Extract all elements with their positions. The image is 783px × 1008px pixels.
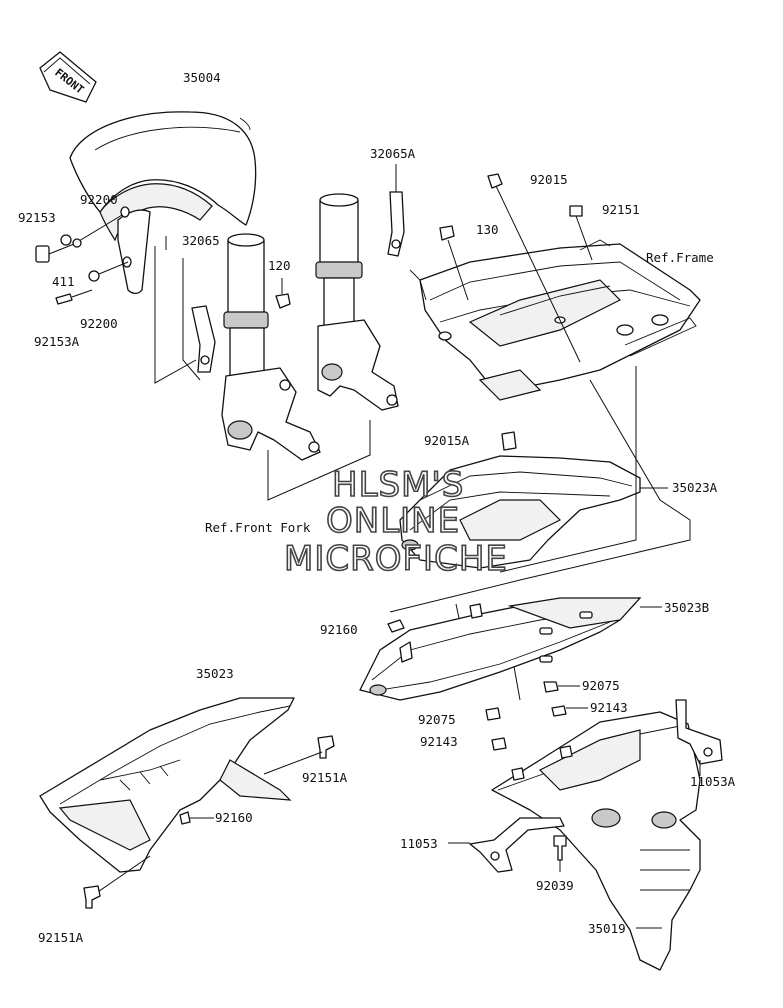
label-92151: 92151 [602, 202, 640, 217]
label-92153: 92153 [18, 210, 56, 225]
front-arrow-badge: FRONT [39, 51, 97, 103]
front-fender-35004 [69, 111, 257, 295]
rear-frame [409, 239, 701, 401]
screws-92151A [83, 735, 335, 909]
bracket-32065A [387, 164, 405, 257]
bolt-120 [275, 278, 291, 309]
label-120: 120 [268, 258, 291, 273]
label-92160-upper: 92160 [320, 622, 358, 637]
bracket-32065 [191, 305, 216, 373]
label-92143-right: 92143 [590, 700, 628, 715]
label-130: 130 [476, 222, 499, 237]
label-35023: 35023 [196, 666, 234, 681]
seat-cowl-35023B [359, 597, 662, 701]
watermark-line-3: MICROFICHE [284, 539, 508, 579]
label-92075-left: 92075 [418, 712, 456, 727]
callout-labels: 35004 32065A 92015 92151 130 Ref.Frame 9… [18, 70, 736, 945]
rear-fender-35019 [491, 711, 701, 971]
label-35004: 35004 [183, 70, 221, 85]
label-32065: 32065 [182, 233, 220, 248]
fender-bolts-left [35, 214, 129, 305]
bolt-92039 [553, 835, 567, 872]
right-fork-leg [315, 193, 399, 411]
bracket-11053 [448, 817, 565, 873]
under-tray-35023A [399, 455, 668, 569]
label-11053: 11053 [400, 836, 438, 851]
label-92075-right: 92075 [582, 678, 620, 693]
label-92015: 92015 [530, 172, 568, 187]
grommets [387, 619, 588, 751]
label-11053A: 11053A [690, 774, 736, 789]
side-cowl-35023 [39, 697, 295, 897]
label-92039: 92039 [536, 878, 574, 893]
label-92153A: 92153A [34, 334, 80, 349]
label-92160-lower: 92160 [215, 810, 253, 825]
watermark-line-1: HLSM'S [332, 465, 464, 505]
label-411: 411 [52, 274, 75, 289]
label-ref-front-fork: Ref.Front Fork [205, 520, 311, 535]
label-92200-lower: 92200 [80, 316, 118, 331]
label-35023B: 35023B [664, 600, 709, 615]
left-fork-leg [221, 233, 321, 461]
fender-leader-lines [154, 236, 371, 501]
bracket-11053A [675, 699, 723, 776]
watermark: HLSM'S ONLINE MICROFICHE [283, 464, 508, 580]
label-32065A: 32065A [370, 146, 416, 161]
label-92015A: 92015A [424, 433, 470, 448]
label-35019: 35019 [588, 921, 626, 936]
label-92151A-upper: 92151A [302, 770, 348, 785]
label-35023A: 35023A [672, 480, 718, 495]
label-92200-upper: 92200 [80, 192, 118, 207]
label-ref-frame: Ref.Frame [646, 250, 714, 265]
label-92151A-lower: 92151A [38, 930, 84, 945]
label-92143-left: 92143 [420, 734, 458, 749]
frame-fasteners [439, 173, 593, 451]
watermark-line-2: ONLINE [326, 501, 460, 541]
